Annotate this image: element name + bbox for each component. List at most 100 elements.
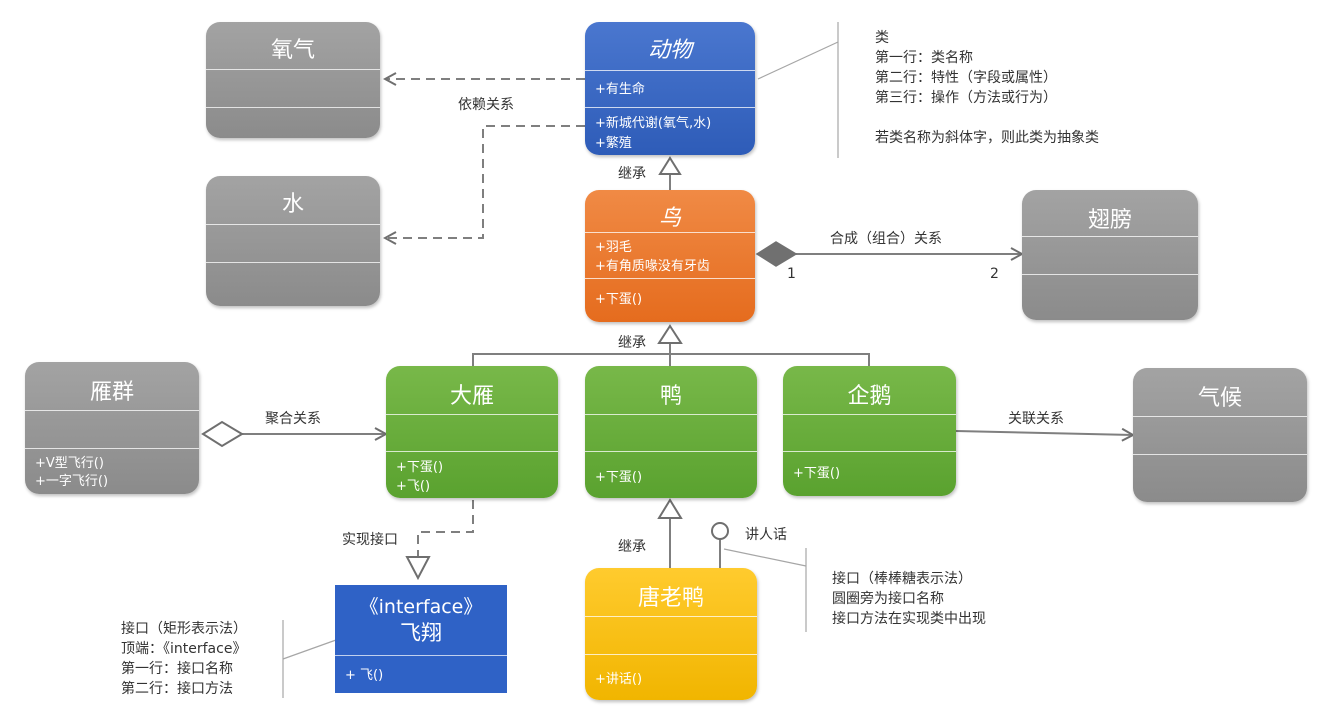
note-class-line-4: 第三行：操作（方法或行为）: [875, 90, 1057, 106]
note-lollipop-line-1: 接口（棒棒糖表示法）: [832, 571, 972, 587]
note-rect-line-1: 接口（矩形表示法）: [121, 621, 247, 637]
note-class-line-6: 若类名称为斜体字，则此类为抽象类: [875, 130, 1099, 146]
class-bird-divider-2: [585, 278, 755, 279]
inherit-triangle-bird: [657, 324, 683, 344]
class-water: 水: [206, 176, 380, 306]
note-lollipop-line-2: 圆圈旁为接口名称: [832, 591, 944, 607]
note-class-line-1: 类: [875, 30, 889, 46]
note-class-line-5: [875, 108, 1099, 128]
class-climate-title: 气候: [1197, 386, 1242, 411]
class-wing: 翅膀: [1022, 190, 1198, 320]
class-water-title: 水: [281, 192, 304, 217]
class-wing-divider-2: [1022, 274, 1198, 275]
label-inherit-subclasses-bird: 继承: [618, 335, 646, 351]
class-donald-duck-divider-2: [585, 654, 757, 655]
class-goose-op-lay-egg: +下蛋(): [396, 460, 444, 475]
label-composition: 合成（组合）关系: [830, 231, 942, 247]
class-donald-duck-title: 唐老鸭: [637, 586, 704, 611]
label-composition-multiplicity-2: 2: [990, 266, 999, 282]
inherit-line-branches: [472, 353, 870, 368]
note-class-line-3: 第二行：特性（字段或属性）: [875, 70, 1057, 86]
class-bird-attr-feather: +羽毛: [595, 240, 632, 255]
label-inherit-donald-duck: 继承: [618, 539, 646, 555]
label-association: 关联关系: [1008, 411, 1064, 427]
note-rect-line-4: 第二行：接口方法: [121, 681, 233, 697]
class-animal-divider-1: [585, 70, 755, 71]
label-dependency: 依赖关系: [458, 97, 514, 113]
interface-fly-op: + 飞(): [345, 668, 384, 683]
note-lollipop-line-3: 接口方法在实现类中出现: [832, 611, 986, 627]
class-bird-divider-1: [585, 232, 755, 233]
class-donald-duck: 唐老鸭 +讲话(): [585, 568, 757, 700]
class-oxygen-title: 氧气: [270, 38, 315, 63]
note-rect-interface-legend: 接口（矩形表示法） 顶端：《interface》 第一行：接口名称 第二行：接口…: [121, 619, 247, 699]
class-bird-title: 鸟: [658, 206, 681, 231]
label-realize-interface: 实现接口: [342, 532, 398, 548]
composition-diamond: [755, 241, 798, 267]
class-duck-title: 鸭: [659, 384, 682, 409]
class-wing-title: 翅膀: [1087, 208, 1132, 233]
class-geese: 雁群 +V型飞行() +一字飞行(): [25, 362, 199, 494]
class-climate-divider-1: [1133, 416, 1307, 417]
class-climate: 气候: [1133, 368, 1307, 502]
class-goose: 大雁 +下蛋() +飞(): [386, 366, 558, 498]
class-bird-attr-beak: +有角质喙没有牙齿: [595, 259, 710, 274]
class-duck: 鸭 +下蛋(): [585, 366, 757, 498]
class-duck-divider-1: [585, 414, 757, 415]
lollipop-note-pointer: [723, 548, 807, 567]
label-composition-multiplicity-1: 1: [787, 266, 796, 282]
class-geese-divider-1: [25, 410, 199, 411]
class-penguin-title: 企鹅: [847, 384, 892, 409]
class-bird: 鸟 +羽毛 +有角质喙没有牙齿 +下蛋(): [585, 190, 755, 322]
label-lollipop-interface: 讲人话: [745, 527, 787, 543]
class-oxygen-divider-2: [206, 107, 380, 108]
label-inherit-bird-animal: 继承: [618, 166, 646, 182]
lollipop-circle: [711, 522, 729, 540]
class-water-divider-2: [206, 262, 380, 263]
note-lollipop-legend: 接口（棒棒糖表示法） 圆圈旁为接口名称 接口方法在实现类中出现: [832, 569, 986, 629]
interface-fly-divider: [335, 655, 507, 656]
inherit-triangle-animal: [658, 156, 682, 175]
class-animal-op-reproduce: +繁殖: [595, 136, 632, 151]
class-penguin-op-lay-egg: +下蛋(): [793, 466, 841, 481]
class-duck-op-lay-egg: +下蛋(): [595, 470, 643, 485]
class-note-pointer: [757, 41, 839, 80]
rect-note-pointer: [282, 639, 337, 660]
aggregation-diamond: [201, 420, 244, 448]
class-oxygen-divider-1: [206, 69, 380, 70]
class-goose-divider-2: [386, 451, 558, 452]
class-geese-op-line: +一字飞行(): [35, 474, 109, 489]
class-oxygen: 氧气: [206, 22, 380, 138]
inherit-triangle-duck: [657, 498, 683, 519]
class-goose-divider-1: [386, 414, 558, 415]
note-rect-line-2: 顶端：《interface》: [121, 641, 247, 657]
class-donald-duck-op-speak: +讲话(): [595, 672, 643, 687]
class-animal-op-metabolism: +新城代谢(氧气,水): [595, 116, 712, 131]
note-rect-line-3: 第一行：接口名称: [121, 661, 233, 677]
class-geese-op-v: +V型飞行(): [35, 456, 104, 471]
label-aggregation: 聚合关系: [265, 411, 321, 427]
class-donald-duck-divider-1: [585, 616, 757, 617]
dependency-line-water: [385, 125, 585, 238]
class-bird-op-lay-egg: +下蛋(): [595, 292, 643, 307]
class-water-divider-1: [206, 224, 380, 225]
class-duck-divider-2: [585, 451, 757, 452]
class-penguin: 企鹅 +下蛋(): [783, 366, 956, 496]
interface-fly-title: 飞翔: [400, 621, 442, 645]
class-wing-divider-1: [1022, 236, 1198, 237]
class-animal-attr: +有生命: [595, 82, 645, 97]
association-line: [955, 431, 1133, 435]
note-class-line-2: 第一行：类名称: [875, 50, 973, 66]
class-geese-divider-2: [25, 448, 199, 449]
class-goose-title: 大雁: [449, 384, 494, 409]
realize-line: [417, 500, 474, 557]
class-animal-title: 动物: [647, 38, 692, 63]
interface-fly: 《interface》 飞翔 + 飞(): [335, 585, 507, 693]
class-animal: 动物 +有生命 +新城代谢(氧气,水) +繁殖: [585, 22, 755, 155]
class-goose-op-fly: +飞(): [396, 479, 431, 494]
note-class-legend: 类 第一行：类名称 第二行：特性（字段或属性） 第三行：操作（方法或行为） 若类…: [875, 28, 1099, 148]
class-animal-divider-2: [585, 107, 755, 108]
interface-fly-stereotype: 《interface》: [359, 596, 483, 618]
class-penguin-divider-2: [783, 451, 956, 452]
